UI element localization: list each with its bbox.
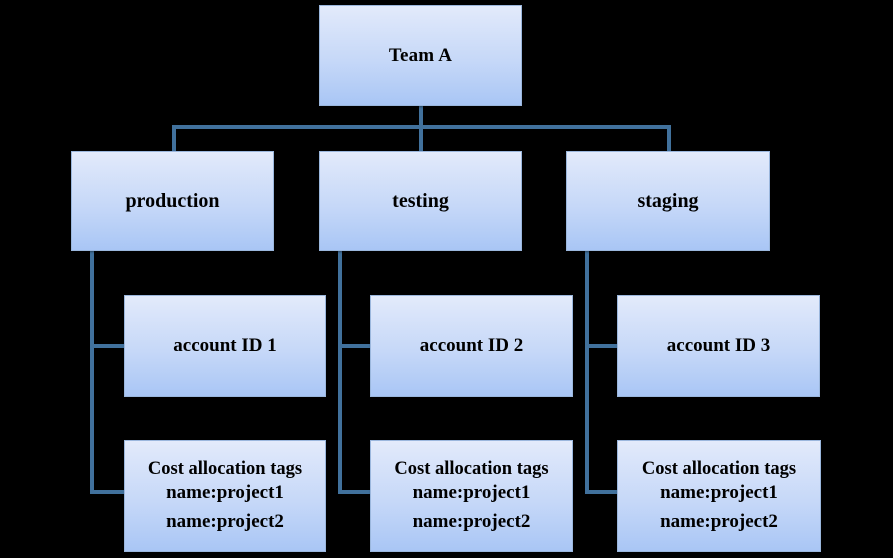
- connector-spine-staging: [585, 250, 589, 494]
- connector-staging-to-tags3: [585, 490, 619, 494]
- cost-allocation-tags-2-heading: Cost allocation tags: [394, 459, 549, 480]
- connector-production-to-tags1: [90, 490, 126, 494]
- connector-root-stem: [419, 105, 423, 127]
- connector-drop-testing: [419, 125, 423, 153]
- node-team-a-label: Team A: [388, 44, 453, 66]
- node-cost-allocation-tags-3[interactable]: Cost allocation tags name:project1 name:…: [617, 440, 821, 552]
- cost-allocation-tags-3-tag1: name:project1: [660, 482, 778, 504]
- connector-spine-testing: [338, 250, 342, 494]
- cost-allocation-tags-3-heading: Cost allocation tags: [641, 459, 797, 480]
- node-environment-production[interactable]: production: [71, 151, 274, 251]
- node-environment-production-label: production: [125, 189, 220, 212]
- node-cost-allocation-tags-2[interactable]: Cost allocation tags name:project1 name:…: [370, 440, 573, 552]
- cost-allocation-tags-2-tag1: name:project1: [412, 482, 531, 504]
- node-account-id-3[interactable]: account ID 3: [617, 295, 820, 397]
- connector-testing-to-account2: [338, 344, 372, 348]
- node-environment-testing-label: testing: [392, 189, 449, 212]
- cost-allocation-tags-2-tag2: name:project2: [412, 511, 531, 533]
- node-account-id-1-label: account ID 1: [173, 335, 277, 357]
- node-account-id-1[interactable]: account ID 1: [124, 295, 326, 397]
- connector-staging-to-account3: [585, 344, 619, 348]
- connector-testing-to-tags2: [338, 490, 372, 494]
- node-account-id-3-label: account ID 3: [666, 335, 771, 357]
- cost-allocation-tags-1-lines: Cost allocation tags name:project1 name:…: [125, 457, 325, 534]
- cost-allocation-tags-3-lines: Cost allocation tags name:project1 name:…: [618, 457, 820, 534]
- connector-drop-staging: [667, 125, 671, 153]
- cost-allocation-tags-2-lines: Cost allocation tags name:project1 name:…: [371, 457, 572, 534]
- cost-allocation-tags-1-tag1: name:project1: [166, 482, 284, 504]
- connector-production-to-account1: [90, 344, 126, 348]
- node-environment-testing[interactable]: testing: [319, 151, 522, 251]
- node-environment-staging[interactable]: staging: [566, 151, 770, 251]
- node-account-id-2[interactable]: account ID 2: [370, 295, 573, 397]
- cost-allocation-tags-3-tag2: name:project2: [660, 511, 778, 533]
- connector-spine-production: [90, 250, 94, 494]
- cost-allocation-tags-1-tag2: name:project2: [166, 511, 284, 533]
- node-account-id-2-label: account ID 2: [419, 335, 524, 357]
- node-cost-allocation-tags-1[interactable]: Cost allocation tags name:project1 name:…: [124, 440, 326, 552]
- connector-drop-production: [172, 125, 176, 153]
- cost-allocation-tags-1-heading: Cost allocation tags: [147, 459, 303, 480]
- node-environment-staging-label: staging: [637, 189, 699, 212]
- node-team-a[interactable]: Team A: [319, 5, 522, 106]
